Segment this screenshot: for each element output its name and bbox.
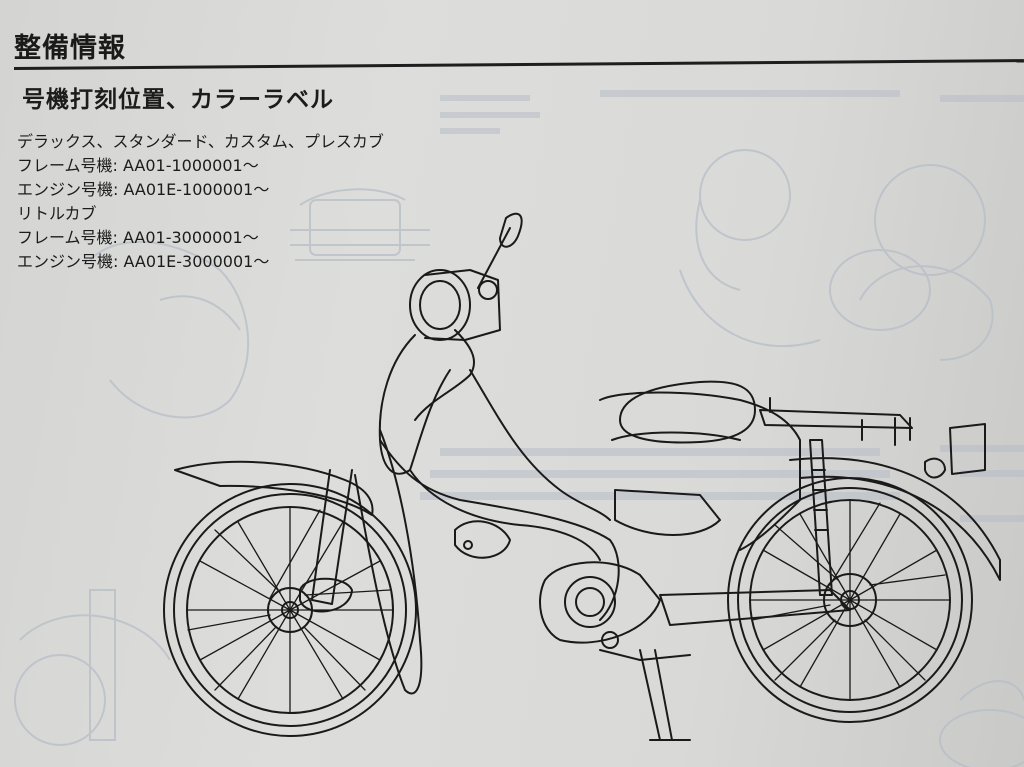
seat: [619, 380, 756, 444]
model-list-little: リトルカブ: [17, 204, 97, 223]
kickstand: [639, 649, 691, 741]
rear-shock: [809, 439, 833, 596]
model-list-main: デラックス、スタンダード、カスタム、プレスカブ: [17, 132, 384, 151]
front-fork: [299, 429, 423, 695]
engine-number-main: エンジン号機: AA01E-1000001～: [17, 180, 270, 199]
engine-number-little: エンジン号機: AA01E-3000001～: [17, 252, 270, 271]
rear-wheel: [727, 477, 973, 723]
page-subtitle: 号機打刻位置、カラーラベル: [22, 87, 334, 113]
frame-number-little: フレーム号機: AA01-3000001～: [17, 228, 259, 247]
rear-fender: [789, 423, 1001, 581]
engine: [539, 561, 851, 661]
frame-number-main: フレーム号機: AA01-1000001～: [17, 156, 259, 175]
rear-rack: [759, 397, 913, 446]
headlight-assembly: [409, 212, 523, 421]
section-title: 整備情報: [14, 33, 126, 64]
front-wheel: [163, 460, 417, 737]
serial-number-list: デラックス、スタンダード、カスタム、プレスカブ フレーム号機: AA01-100…: [17, 130, 384, 274]
